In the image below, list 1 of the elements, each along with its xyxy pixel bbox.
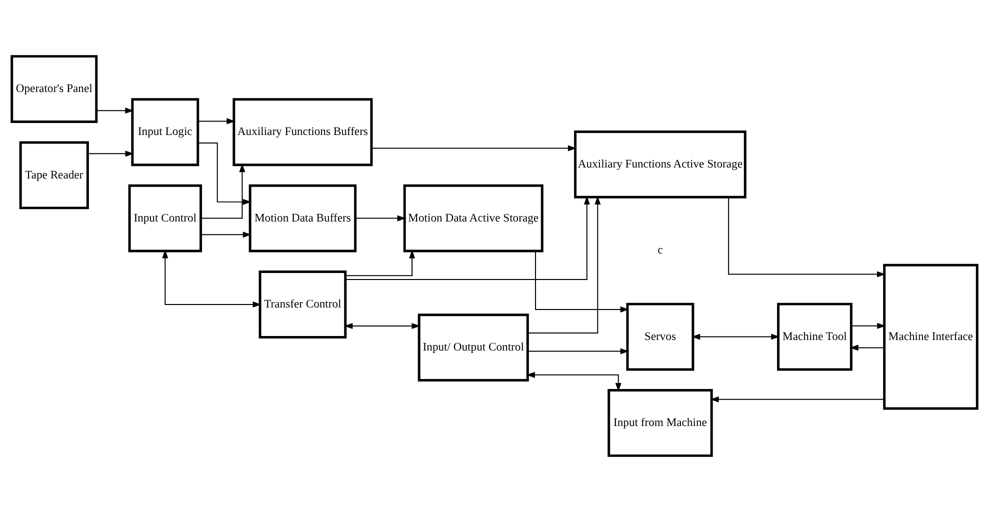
label: c [658,243,663,256]
